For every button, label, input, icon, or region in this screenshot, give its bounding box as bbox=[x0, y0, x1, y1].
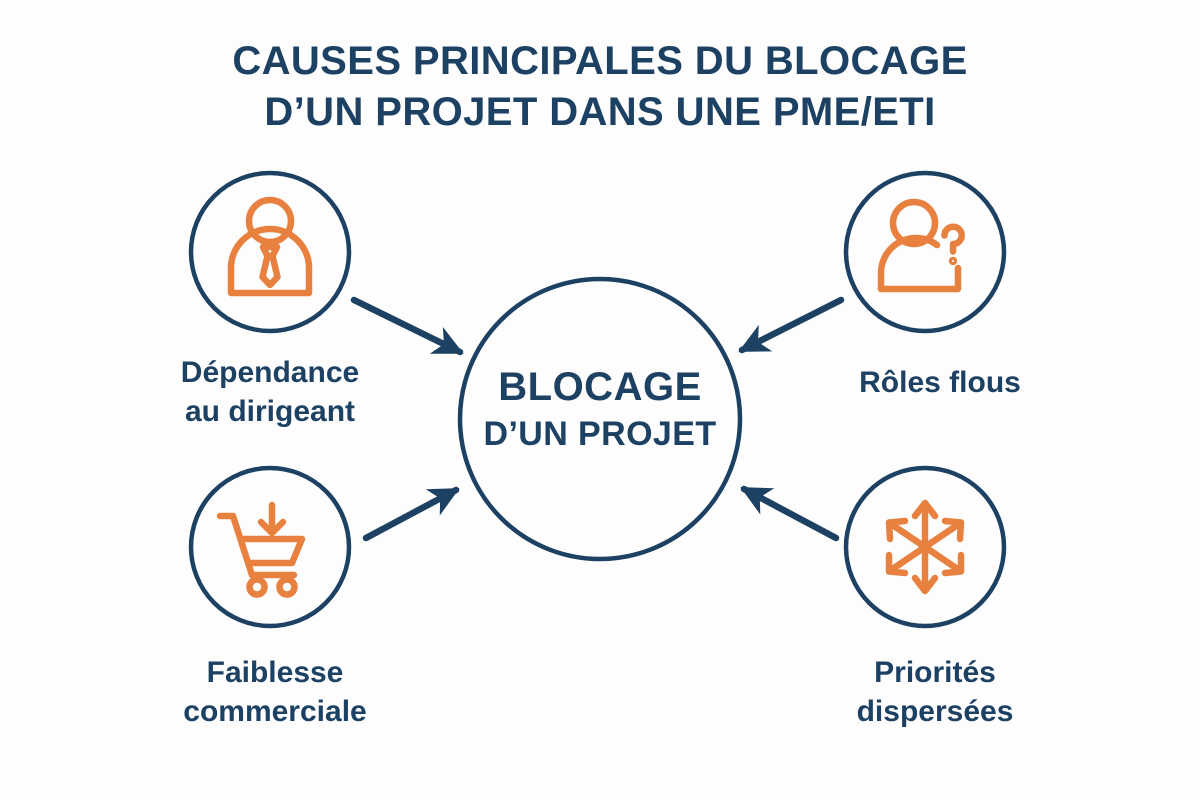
icon-roles-flous bbox=[865, 192, 985, 312]
node-circle-top-left bbox=[188, 170, 352, 334]
page-title: CAUSES PRINCIPALES DU BLOCAGE D’UN PROJE… bbox=[0, 36, 1200, 138]
node-label-line-1: Priorités bbox=[874, 656, 996, 689]
manager-person-tie-icon bbox=[227, 196, 313, 297]
node-circle-bottom-left bbox=[188, 465, 352, 629]
node-label-roles-flous: Rôles flous bbox=[760, 363, 1120, 402]
node-label-line-1: Rôles flous bbox=[859, 366, 1021, 399]
arrow-top-left-to-center bbox=[350, 296, 464, 356]
icon-dependance-au-dirigeant bbox=[210, 192, 330, 312]
node-label-faiblesse-commerciale: Faiblesse commerciale bbox=[95, 653, 455, 731]
shopping-cart-down-arrow-icon bbox=[216, 501, 306, 598]
node-label-line-1: Faiblesse bbox=[206, 656, 344, 689]
node-label-line-2: au dirigeant bbox=[184, 395, 356, 428]
center-hub-label: BLOCAGE D’UN PROJET bbox=[440, 365, 760, 456]
node-label-line-1: Dépendance bbox=[180, 356, 360, 389]
center-hub-main-text: BLOCAGE bbox=[498, 365, 702, 409]
icon-faiblesse-commerciale bbox=[210, 487, 330, 607]
node-circle-top-right bbox=[843, 170, 1007, 334]
node-circle-bottom-right bbox=[843, 465, 1007, 629]
center-hub-circle bbox=[457, 276, 743, 562]
arrow-bottom-left-to-center bbox=[362, 486, 460, 542]
center-hub-sub-text: D’UN PROJET bbox=[483, 415, 717, 453]
node-label-priorites-dispersees: Priorités dispersées bbox=[755, 653, 1115, 731]
page-title-line-2: D’UN PROJET DANS UNE PME/ETI bbox=[264, 90, 936, 135]
page-title-line-1: CAUSES PRINCIPALES DU BLOCAGE bbox=[232, 39, 968, 83]
node-label-dependance-au-dirigeant: Dépendance au dirigeant bbox=[90, 353, 450, 431]
person-question-mark-icon bbox=[877, 198, 965, 293]
arrow-bottom-right-to-center bbox=[740, 485, 840, 542]
arrow-top-right-to-center bbox=[738, 296, 845, 354]
icon-priorites-dispersees bbox=[865, 487, 985, 607]
node-label-line-2: dispersées bbox=[856, 695, 1014, 728]
node-label-line-2: commerciale bbox=[183, 695, 367, 728]
scattered-arrows-icon bbox=[885, 499, 965, 595]
